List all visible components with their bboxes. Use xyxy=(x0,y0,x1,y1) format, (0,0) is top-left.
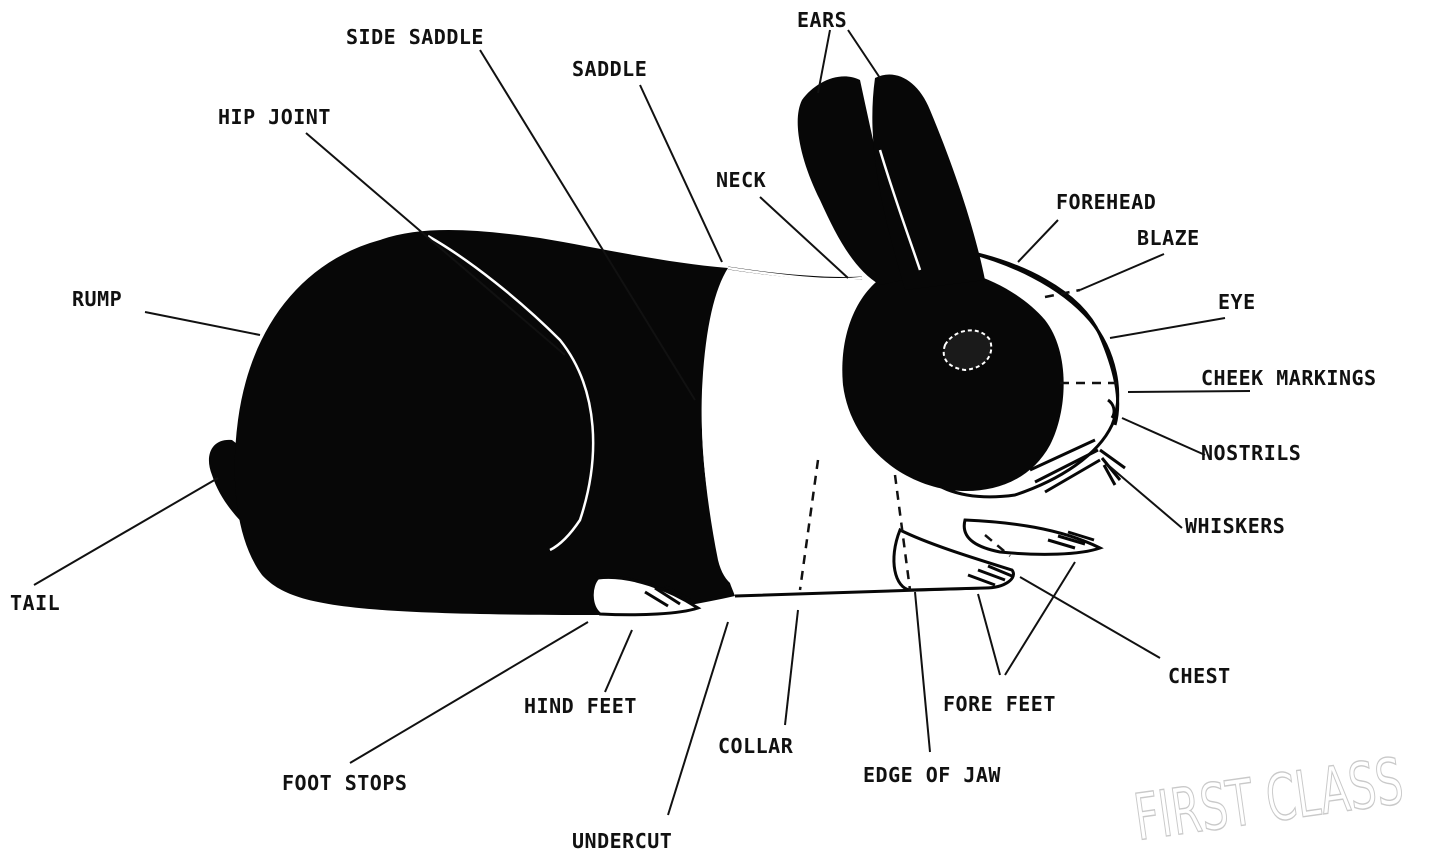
label-nostrils: NOSTRILS xyxy=(1201,441,1301,465)
label-hind-feet: HIND FEET xyxy=(524,694,637,718)
label-chest: CHEST xyxy=(1168,664,1231,688)
rabbit-fore-foot-right xyxy=(964,520,1100,554)
rabbit-hindquarters xyxy=(235,230,735,615)
label-blaze: BLAZE xyxy=(1137,226,1200,250)
label-edge-of-jaw: EDGE OF JAW xyxy=(863,763,1001,787)
label-rump: RUMP xyxy=(72,287,122,311)
label-collar: COLLAR xyxy=(718,734,794,758)
watermark-text: FIRST CLASS xyxy=(1130,745,1408,854)
label-ears: EARS xyxy=(797,8,847,32)
label-foot-stops: FOOT STOPS xyxy=(282,771,407,795)
watermark-stamp: FIRST CLASS xyxy=(1130,745,1408,854)
label-forehead: FOREHEAD xyxy=(1056,190,1156,214)
label-cheek-markings: CHEEK MARKINGS xyxy=(1201,366,1377,390)
rabbit-illustration xyxy=(209,75,1125,615)
label-neck: NECK xyxy=(716,168,766,192)
label-side-saddle: SIDE SADDLE xyxy=(346,25,484,49)
label-eye: EYE xyxy=(1218,290,1256,314)
label-hip-joint: HIP JOINT xyxy=(218,105,331,129)
label-undercut: UNDERCUT xyxy=(572,829,672,853)
label-tail: TAIL xyxy=(10,591,60,615)
label-fore-feet: FORE FEET xyxy=(943,692,1056,716)
label-whiskers: WHISKERS xyxy=(1185,514,1285,538)
label-saddle: SADDLE xyxy=(572,57,647,81)
